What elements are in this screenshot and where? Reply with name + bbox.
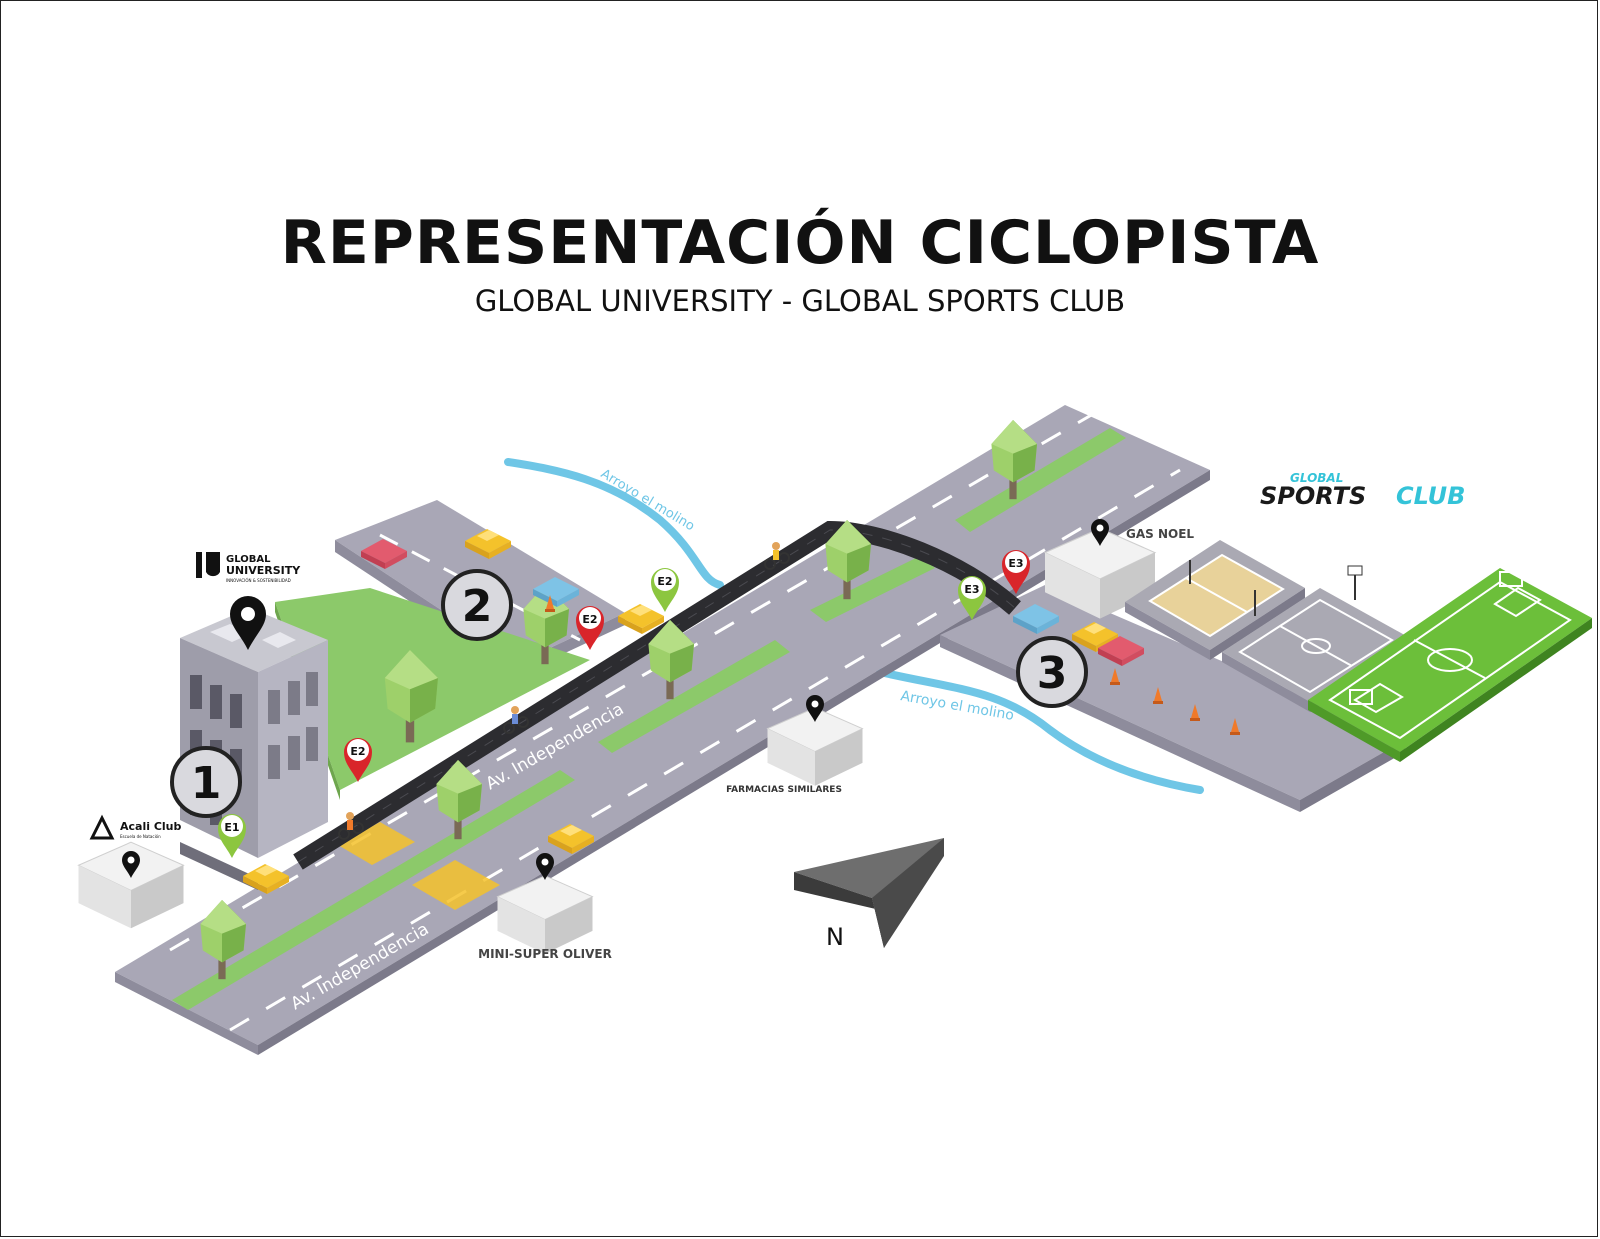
gu-logo-tagline: INNOVACIÓN & SOSTENIBILIDAD [226,578,291,583]
page-title: REPRESENTACIÓN CICLOPISTA [280,208,1320,278]
stop-number: 2 [462,581,493,632]
stop-number: 3 [1037,648,1068,699]
station-pin-e2[interactable]: E2 [576,606,604,650]
page-subtitle: GLOBAL UNIVERSITY - GLOBAL SPORTS CLUB [474,284,1126,318]
stop-marker-3[interactable]: 3 [1016,636,1088,708]
station-label: E2 [350,745,365,758]
cyclists [338,542,790,840]
station-label: E1 [224,821,239,834]
stop-marker-1[interactable]: 1 [170,746,242,818]
gu-logo-line1: GLOBAL [226,554,271,565]
station-pin-e3[interactable]: E3 [1002,550,1030,594]
acali-club-name: Acali Club [120,820,182,833]
volleyball-court [1125,540,1305,660]
river-label: Arroyo el molino [899,688,1015,724]
station-pin-e3[interactable]: E3 [958,576,986,620]
station-label: E2 [657,575,672,588]
soccer-field [1308,568,1592,762]
acali-club-logo: Acali Club Escuela de Natación [89,814,182,840]
global-sports-club-logo: GLOBAL SPORTS CLUB [1260,471,1465,510]
river-label: Arroyo el molino [598,467,697,535]
station-pin-e2[interactable]: E2 [651,568,679,612]
station-label: E3 [1008,557,1023,570]
crosswalk [338,822,500,910]
global-university-logo: GLOBAL UNIVERSITY INNOVACIÓN & SOSTENIBI… [196,552,301,583]
mini-super-label: MINI-SUPER OLIVER [478,947,612,961]
station-pin-e1[interactable]: E1 [218,814,246,858]
gas-noel-label: GAS NOEL [1126,527,1194,541]
stop-marker-2[interactable]: 2 [441,569,513,641]
farmacias-label: FARMACIAS SIMILARES [726,785,842,795]
station-label: E3 [964,583,979,596]
stop-number: 1 [191,758,222,809]
gsc-logo-top: GLOBAL [1290,471,1343,485]
station-label: E2 [582,613,597,626]
acali-club-sub: Escuela de Natación [120,834,161,839]
gu-logo-line2: UNIVERSITY [226,564,301,577]
bike-path-center [297,529,1016,863]
compass-label: N [826,923,844,951]
station-pin-e2[interactable]: E2 [344,738,372,782]
north-arrow-icon [794,838,944,948]
gsc-logo-club: CLUB [1396,482,1465,510]
gsc-logo-sports: SPORTS [1260,482,1366,510]
